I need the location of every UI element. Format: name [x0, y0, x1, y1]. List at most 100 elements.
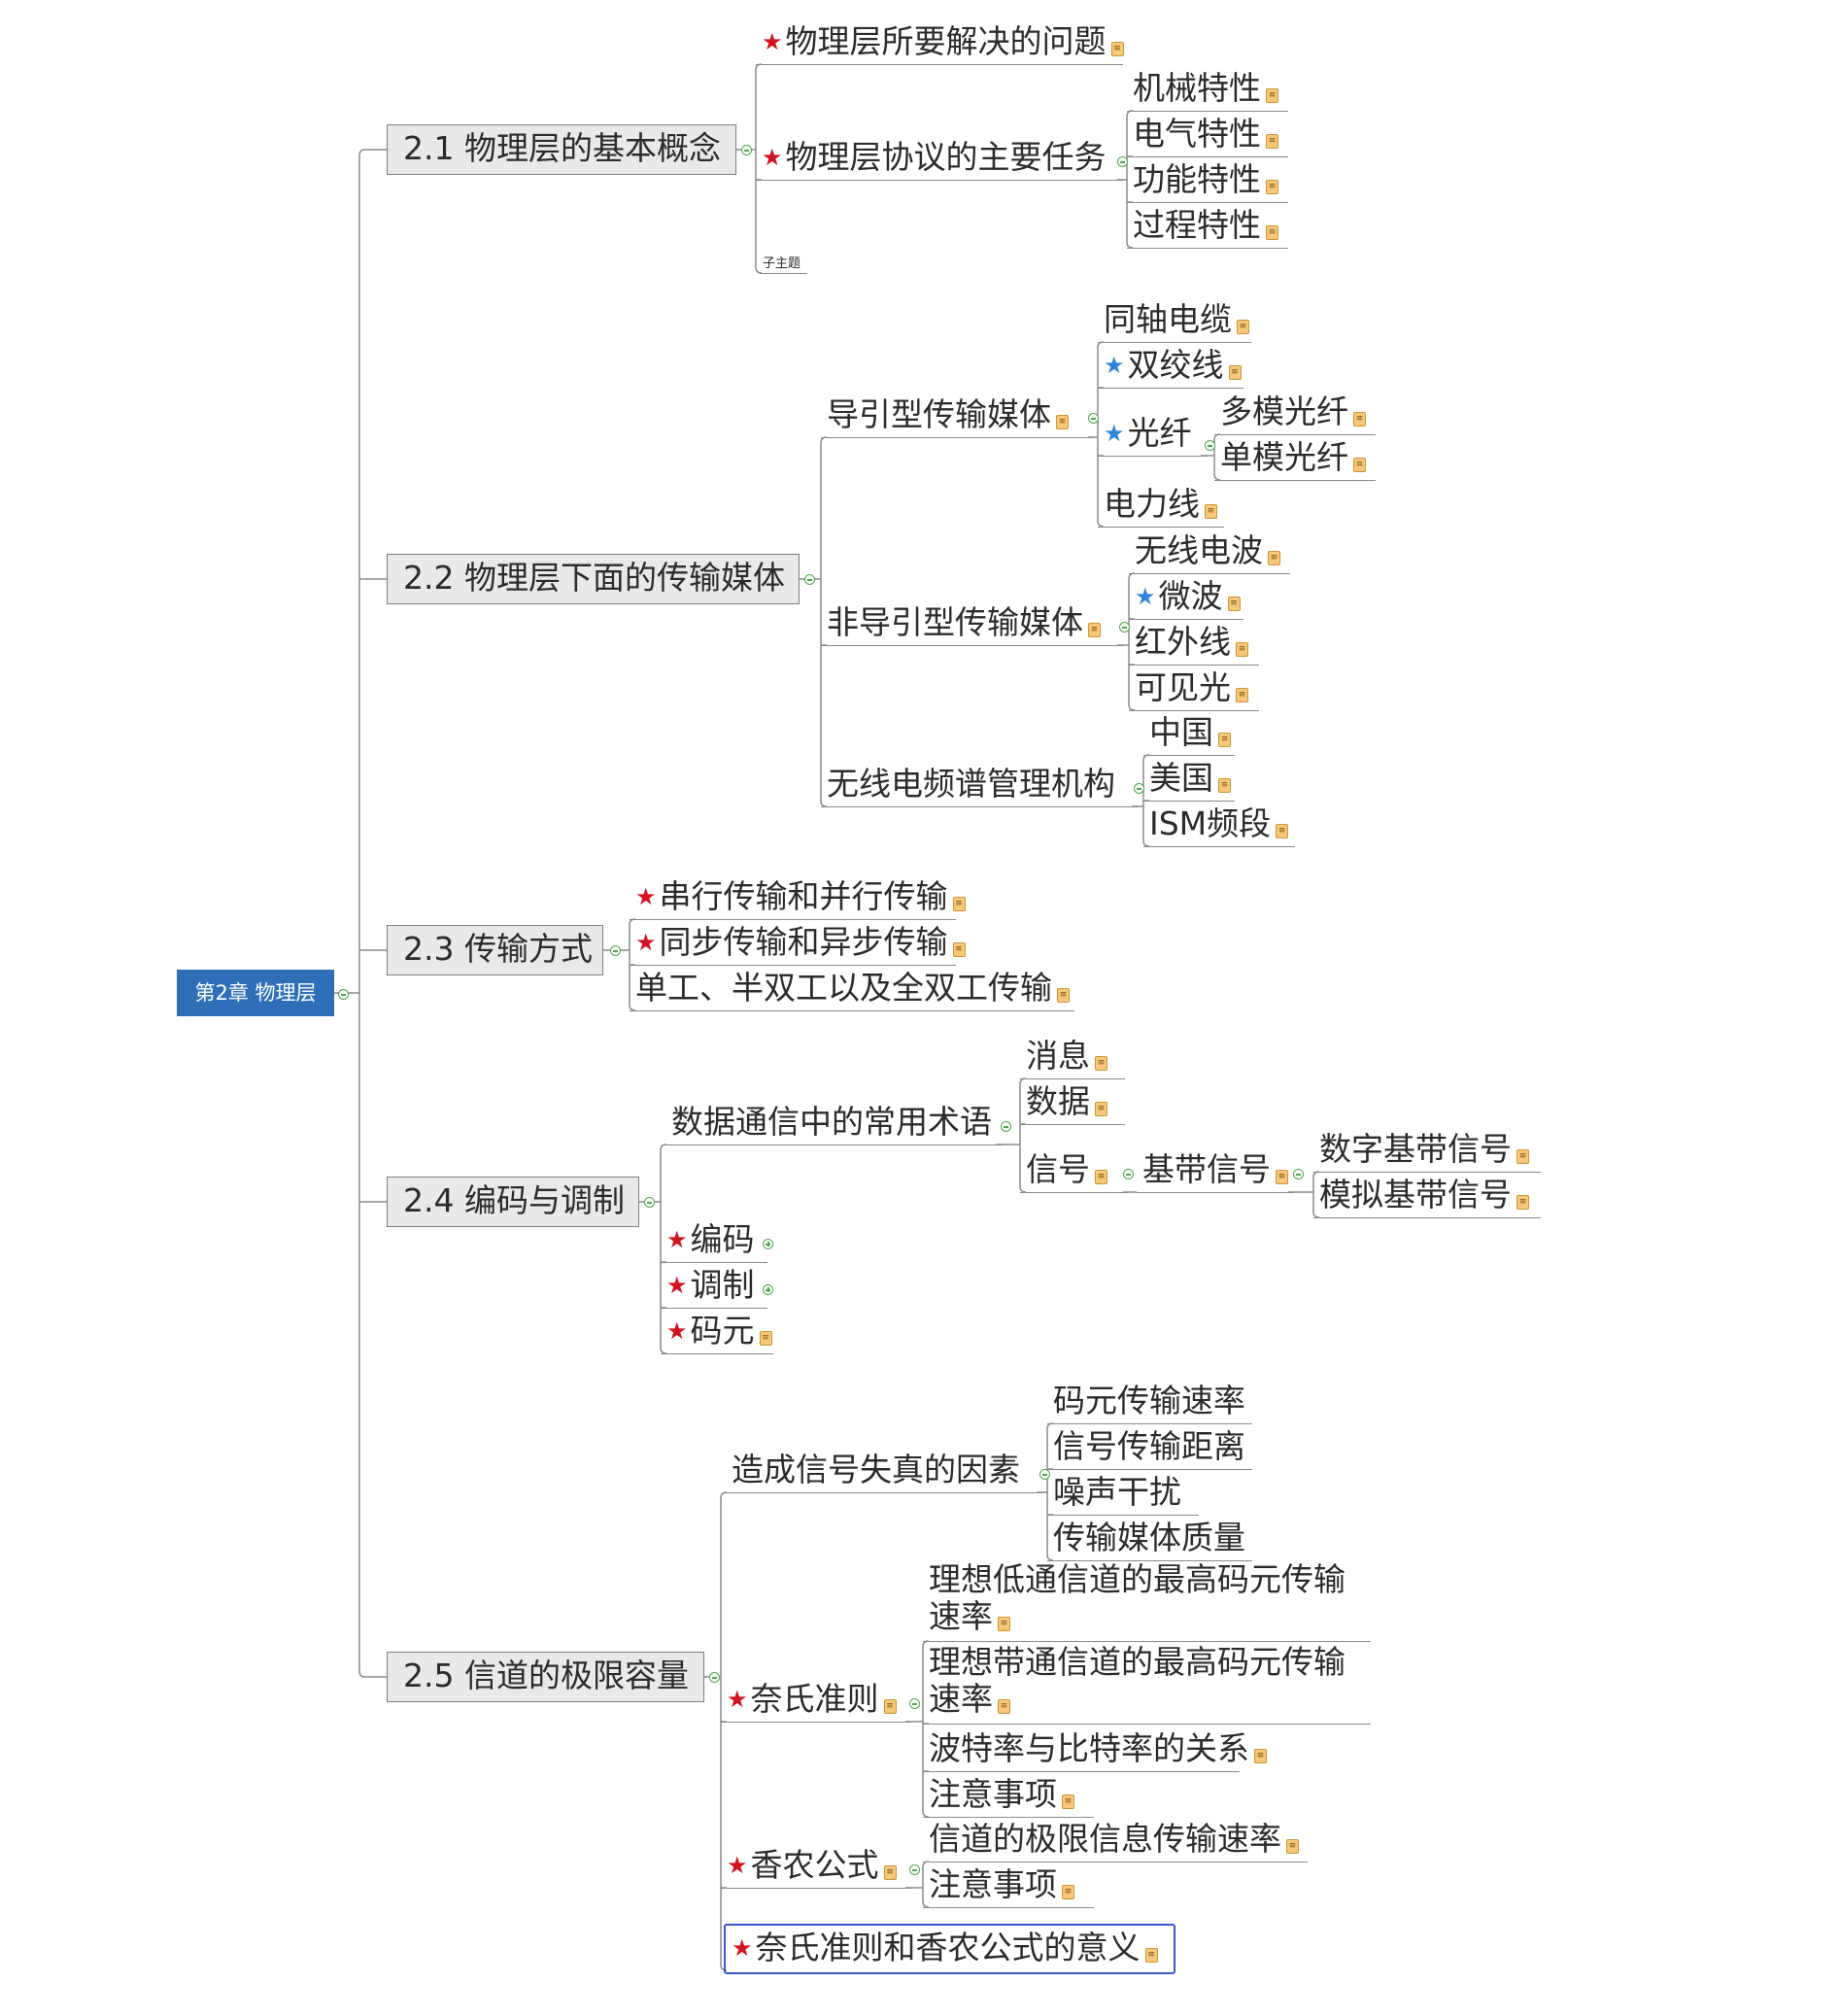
- root-topic[interactable]: 第2章 物理层: [177, 970, 334, 1016]
- topic-functional[interactable]: 功能特性≡: [1127, 157, 1288, 203]
- section-2-5[interactable]: 2.5 信道的极限容量: [387, 1652, 704, 1702]
- topic-common-terms[interactable]: 数据通信中的常用术语: [665, 1100, 1002, 1145]
- topic-baseband[interactable]: 基带信号≡: [1137, 1147, 1294, 1193]
- topic-shannon-notes[interactable]: 注意事项≡: [923, 1862, 1094, 1908]
- note-icon[interactable]: ≡: [952, 897, 966, 911]
- topic-protocol-tasks[interactable]: ★物理层协议的主要任务: [756, 135, 1123, 181]
- note-icon[interactable]: ≡: [883, 1865, 897, 1880]
- collapse-toggle-icon[interactable]: [1039, 1469, 1050, 1480]
- topic-twisted-pair[interactable]: ★双绞线≡: [1098, 343, 1243, 389]
- note-icon[interactable]: ≡: [1268, 551, 1280, 565]
- note-icon[interactable]: ≡: [1516, 1195, 1529, 1210]
- section-2-3[interactable]: 2.3 传输方式: [387, 925, 603, 975]
- topic-unguided-media[interactable]: 非导引型传输媒体≡: [821, 600, 1123, 646]
- collapse-toggle-icon[interactable]: [804, 574, 815, 585]
- topic-usa[interactable]: 美国≡: [1143, 756, 1235, 802]
- topic-distortion-factors[interactable]: 造成信号失真的因素: [726, 1448, 1042, 1493]
- topic-bandpass-max-rate[interactable]: 理想带通信道的最高码元传输速率≡: [923, 1644, 1371, 1725]
- collapse-toggle-icon[interactable]: [741, 145, 752, 155]
- note-icon[interactable]: ≡: [1254, 1749, 1267, 1763]
- collapse-toggle-icon[interactable]: [1123, 1169, 1134, 1179]
- collapse-toggle-icon[interactable]: [610, 945, 621, 956]
- topic-symbol[interactable]: ★码元≡: [661, 1309, 773, 1354]
- topic-procedural[interactable]: 过程特性≡: [1127, 203, 1288, 249]
- topic-nyquist-notes[interactable]: 注意事项≡: [923, 1772, 1094, 1818]
- note-icon[interactable]: ≡: [1095, 1170, 1107, 1184]
- topic-china[interactable]: 中国≡: [1143, 710, 1235, 756]
- topic-guided-media[interactable]: 导引型传输媒体≡: [821, 393, 1094, 438]
- note-icon[interactable]: ≡: [1095, 1056, 1107, 1071]
- note-icon[interactable]: ≡: [759, 1331, 772, 1346]
- topic-message[interactable]: 消息≡: [1020, 1034, 1125, 1079]
- collapse-toggle-icon[interactable]: [1205, 440, 1215, 451]
- note-icon[interactable]: ≡: [998, 1617, 1010, 1631]
- topic-distance[interactable]: 信号传输距离: [1047, 1424, 1252, 1470]
- note-icon[interactable]: ≡: [1236, 642, 1248, 657]
- note-icon[interactable]: ≡: [1228, 365, 1242, 380]
- note-icon[interactable]: ≡: [1095, 1102, 1107, 1116]
- topic-shannon[interactable]: ★香农公式≡: [721, 1843, 911, 1889]
- topic-problems[interactable]: ★物理层所要解决的问题≡: [756, 19, 1124, 65]
- topic-analog-baseband[interactable]: 模拟基带信号≡: [1313, 1173, 1541, 1218]
- topic-encoding[interactable]: ★编码: [661, 1217, 767, 1263]
- collapse-toggle-icon[interactable]: [1088, 413, 1099, 424]
- note-icon[interactable]: ≡: [1056, 415, 1069, 429]
- note-icon[interactable]: ≡: [1062, 1885, 1074, 1899]
- note-icon[interactable]: ≡: [1276, 824, 1289, 838]
- note-icon[interactable]: ≡: [1218, 733, 1231, 747]
- topic-serial-parallel[interactable]: ★串行传输和并行传输≡: [630, 874, 966, 920]
- collapse-toggle-icon[interactable]: [1001, 1121, 1011, 1132]
- note-icon[interactable]: ≡: [1227, 597, 1241, 611]
- note-icon[interactable]: ≡: [1088, 623, 1101, 637]
- topic-sync-async[interactable]: ★同步传输和异步传输≡: [630, 920, 966, 966]
- topic-coax[interactable]: 同轴电缆≡: [1098, 297, 1251, 343]
- collapse-toggle-icon[interactable]: [709, 1672, 720, 1683]
- topic-fiber[interactable]: ★光纤: [1098, 411, 1207, 457]
- note-icon[interactable]: ≡: [1516, 1149, 1529, 1164]
- note-icon[interactable]: ≡: [1057, 988, 1070, 1003]
- topic-digital-baseband[interactable]: 数字基带信号≡: [1313, 1127, 1541, 1173]
- expand-toggle-icon[interactable]: [763, 1284, 773, 1295]
- collapse-toggle-icon[interactable]: [1134, 783, 1144, 794]
- topic-lowpass-max-rate[interactable]: 理想低通信道的最高码元传输速率≡: [923, 1561, 1371, 1642]
- topic-signal[interactable]: 信号≡: [1020, 1147, 1129, 1193]
- note-icon[interactable]: ≡: [1266, 180, 1278, 194]
- collapse-toggle-icon[interactable]: [909, 1864, 920, 1875]
- topic-duplex[interactable]: 单工、半双工以及全双工传输≡: [630, 966, 1074, 1011]
- note-icon[interactable]: ≡: [1286, 1839, 1299, 1854]
- note-icon[interactable]: ≡: [883, 1699, 897, 1714]
- note-icon[interactable]: ≡: [1110, 42, 1124, 56]
- section-2-4[interactable]: 2.4 编码与调制: [387, 1177, 639, 1227]
- topic-symbol-rate[interactable]: 码元传输速率: [1047, 1379, 1252, 1424]
- collapse-toggle-icon[interactable]: [909, 1698, 920, 1709]
- section-2-1[interactable]: 2.1 物理层的基本概念: [387, 124, 736, 175]
- note-icon[interactable]: ≡: [1353, 412, 1366, 427]
- note-icon[interactable]: ≡: [1276, 1170, 1288, 1184]
- note-icon[interactable]: ≡: [1237, 320, 1249, 334]
- note-icon[interactable]: ≡: [1353, 458, 1366, 472]
- topic-visible-light[interactable]: 可见光≡: [1129, 666, 1259, 711]
- note-icon[interactable]: ≡: [1266, 134, 1278, 149]
- topic-significance[interactable]: ★奈氏准则和香农公式的意义≡: [724, 1924, 1175, 1974]
- topic-powerline[interactable]: 电力线≡: [1098, 482, 1224, 528]
- note-icon[interactable]: ≡: [1062, 1794, 1074, 1809]
- topic-ism[interactable]: ISM频段≡: [1143, 802, 1295, 847]
- note-icon[interactable]: ≡: [952, 942, 966, 957]
- topic-microwave[interactable]: ★微波≡: [1129, 574, 1243, 620]
- topic-mechanical[interactable]: 机械特性≡: [1127, 66, 1288, 112]
- collapse-toggle-icon[interactable]: [644, 1197, 655, 1208]
- collapse-toggle-icon[interactable]: [1119, 622, 1130, 632]
- note-icon[interactable]: ≡: [1236, 688, 1248, 702]
- topic-singlemode-fiber[interactable]: 单模光纤≡: [1214, 435, 1376, 481]
- topic-radio[interactable]: 无线电波≡: [1129, 529, 1290, 574]
- note-icon[interactable]: ≡: [1144, 1948, 1158, 1963]
- topic-noise[interactable]: 噪声干扰: [1047, 1470, 1199, 1516]
- note-icon[interactable]: ≡: [1218, 778, 1231, 793]
- note-icon[interactable]: ≡: [1205, 504, 1217, 519]
- note-icon[interactable]: ≡: [998, 1699, 1010, 1714]
- topic-subtopic[interactable]: 子主题: [760, 255, 807, 274]
- topic-data[interactable]: 数据≡: [1020, 1079, 1125, 1125]
- collapse-toggle-icon[interactable]: [338, 989, 349, 1000]
- topic-nyquist[interactable]: ★奈氏准则≡: [721, 1677, 911, 1723]
- topic-baud-bit-rate[interactable]: 波特率与比特率的关系≡: [923, 1726, 1267, 1772]
